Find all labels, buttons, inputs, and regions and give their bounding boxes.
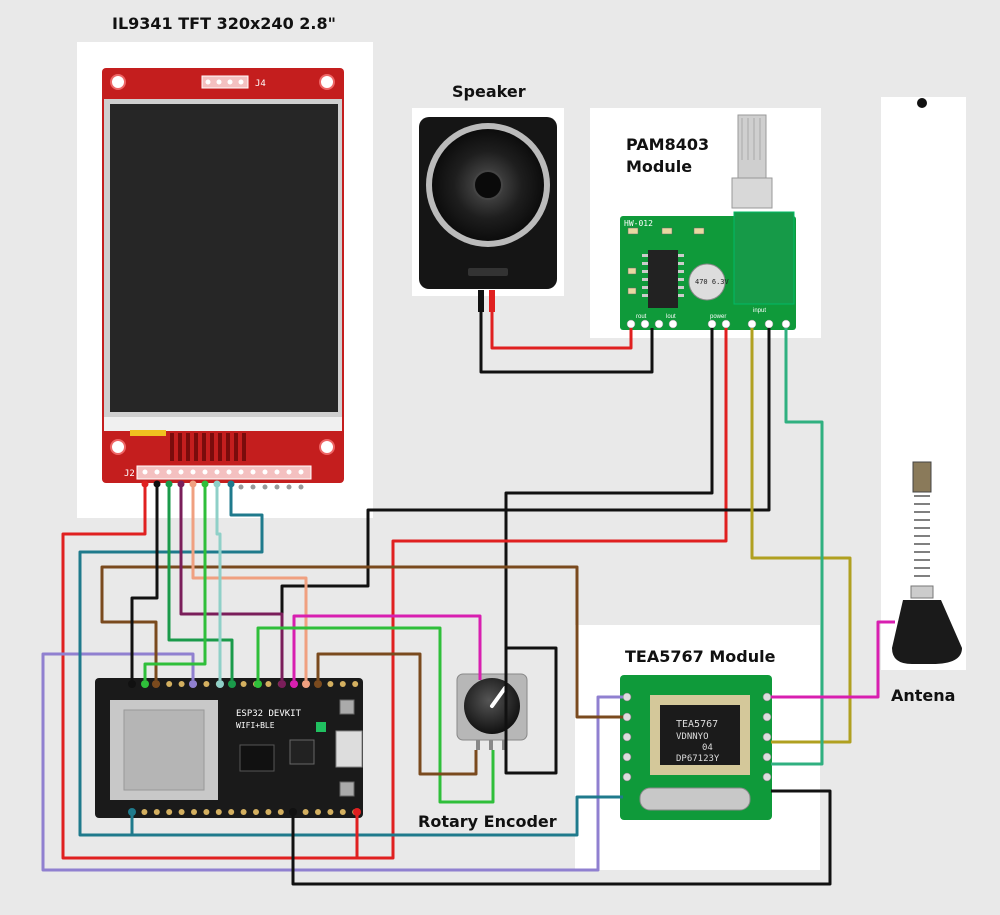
pam-capacitor: [688, 263, 726, 301]
esp32-header-pin: [253, 809, 259, 815]
tft-j4-label: J4: [255, 79, 266, 89]
esp32-usb: [335, 730, 363, 768]
esp32-header-pin: [277, 809, 284, 815]
wires: [41, 312, 895, 886]
pam-cap-label: 470 6.3V: [695, 278, 730, 286]
esp32-header-pin: [339, 809, 346, 815]
esp32-header-pin: [327, 681, 334, 687]
wire-tft-maroon: [179, 484, 284, 680]
antenna: [892, 98, 962, 664]
esp32-header-pin: [352, 681, 359, 687]
esp32-devkit: ESP32 DEVKIT WIFI+BLE: [95, 678, 363, 818]
tea5767-module: TEA5767 VDNNYO 04 DP67123Y: [620, 675, 772, 820]
speaker: [419, 117, 557, 312]
esp32-button: [339, 699, 355, 715]
esp32-header-pin: [203, 809, 210, 815]
pam-ic: [648, 250, 678, 308]
wire-tea-black: [291, 789, 832, 886]
tft-display: J4 J2: [102, 68, 344, 490]
rotary-encoder-title: Rotary Encoder: [418, 812, 557, 831]
wire-tft-lightblue: [215, 484, 222, 680]
pam8403-module: HW-012 470 6.3V rout lout power input: [620, 114, 796, 330]
pam8403-title-line2: Module: [626, 157, 693, 176]
tea-crystal: [639, 787, 751, 811]
wire-tft-gnd: [130, 484, 159, 680]
antenna-base: [892, 600, 962, 664]
esp32-header-pin: [215, 809, 222, 815]
esp32-header-pin: [265, 809, 272, 815]
esp32-title: ESP32 DEVKIT: [236, 709, 302, 719]
esp32-header-pin: [191, 809, 197, 815]
esp32-subtitle: WIFI+BLE: [236, 721, 275, 730]
wire-tft-salmon: [191, 484, 308, 680]
tea-chip-line4: DP67123Y: [676, 754, 720, 764]
wire-antenna: [771, 620, 895, 699]
wire-pam-gnd: [504, 328, 714, 773]
pam-power-label: power: [710, 314, 726, 320]
tea-chip-line1: TEA5767: [676, 719, 718, 730]
esp32-header-pin: [240, 681, 247, 687]
wire-tea-brown: [100, 565, 623, 719]
esp32-header-pin: [178, 809, 185, 815]
wire-tea-purple: [41, 652, 623, 872]
esp32-header-pin: [178, 681, 185, 687]
pam8403-title-line1: PAM8403: [626, 135, 710, 154]
tft-j2-label: J2: [124, 469, 135, 479]
esp32-button: [339, 781, 355, 797]
wire-speaker-minus: [479, 312, 654, 374]
tft-title: IL9341 TFT 320x240 2.8": [112, 14, 336, 33]
tft-flex: [104, 417, 342, 431]
pam-rout-label: rout: [636, 314, 647, 320]
wire-tft-darkgreen: [167, 484, 234, 680]
tea-chip-line2: VDNNYO: [676, 732, 709, 742]
esp32-header-pin: [315, 809, 321, 815]
wire-speaker-plus: [490, 312, 633, 350]
wire-pam-input-l: [750, 328, 852, 744]
esp32-header-pin: [166, 681, 173, 687]
speaker-title: Speaker: [452, 82, 526, 101]
wire-pam-input-r: [771, 328, 824, 766]
tft-mount-hole: [110, 439, 126, 455]
wire-encoder-dt: [316, 652, 478, 776]
esp32-header-pin: [166, 809, 173, 815]
esp32-header-pin: [339, 681, 346, 687]
pam-pot-body: [733, 211, 795, 305]
tft-mount-hole: [319, 439, 335, 455]
wire-encoder-gnd: [504, 646, 558, 775]
tft-screen: [110, 104, 338, 412]
tea-chip: [660, 705, 740, 765]
esp32-header-pin: [302, 809, 309, 815]
wire-encoder-sw: [292, 614, 482, 680]
esp32-header-pin: [327, 809, 334, 815]
tft-header-j2: [136, 465, 312, 480]
esp32-header-pin: [153, 809, 160, 815]
esp32-header-pin: [203, 681, 210, 687]
esp32-header-pin: [240, 809, 247, 815]
wire-pam-input-gnd: [280, 328, 771, 680]
esp32-header-pin: [141, 809, 148, 815]
pam-board-label: HW-012: [624, 219, 653, 228]
wire-pam-vcc: [61, 328, 728, 860]
pam-lout-label: lout: [666, 314, 676, 320]
pam-input-label: input: [753, 308, 766, 314]
tft-mount-hole: [110, 74, 126, 90]
esp32-header-pin: [228, 809, 235, 815]
tft-mount-hole: [319, 74, 335, 90]
tft-header-j4: [201, 75, 249, 89]
wire-tft-green: [143, 484, 207, 680]
tea-chip-line3: 04: [702, 743, 713, 753]
rotary-encoder: [456, 673, 528, 750]
wire-encoder-clk: [256, 626, 495, 804]
tea5767-title: TEA5767 Module: [625, 647, 776, 666]
wire-tea-teal: [78, 484, 623, 837]
speaker-dustcap: [473, 170, 503, 200]
antenna-title: Antena: [891, 686, 956, 705]
esp32-header-pin: [265, 681, 272, 687]
